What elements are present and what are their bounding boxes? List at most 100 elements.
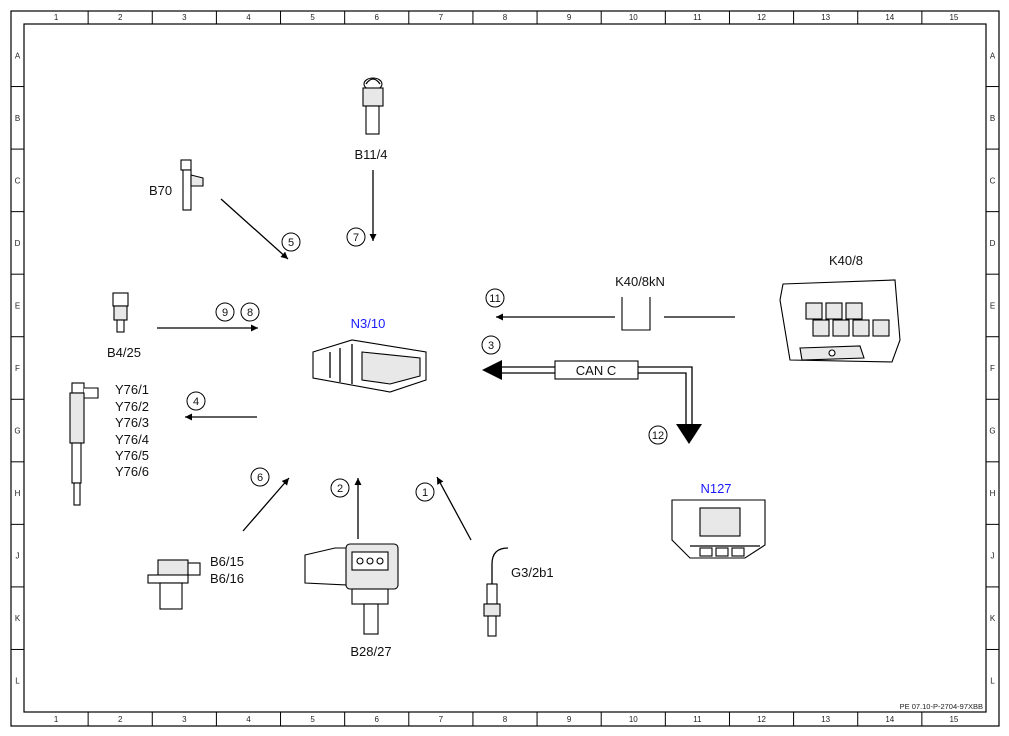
n127-label: N127 [700,481,731,496]
n3-10-ecu-icon [312,339,427,393]
grid-row-label-right: H [990,489,996,498]
can-c-bus [482,360,702,444]
grid-row-label-left: G [14,427,20,436]
b6-camshaft-sensor-icon [147,559,201,610]
y76-2-label: Y76/2 [115,399,149,414]
grid-col-label-bottom: 6 [375,715,380,724]
n127-ecu-icon [671,499,766,559]
grid-col-label-top: 7 [439,13,444,22]
b70-label: B70 [149,183,172,198]
b70-sensor-icon [180,159,204,211]
grid-row-label-left: D [15,239,21,248]
grid-row-label-right: L [990,677,995,686]
grid-row-label-right: E [990,301,995,310]
y76-1-label: Y76/1 [115,382,149,397]
y76-4-label: Y76/4 [115,432,149,447]
signal-4: 4 [186,391,206,411]
grid-col-label-top: 4 [246,13,251,22]
grid-col-label-bottom: 2 [118,715,123,724]
grid-col-label-bottom: 1 [54,715,59,724]
arrow-b70-to-n3-10 [220,198,289,260]
svg-text:9: 9 [222,307,228,319]
grid-col-label-top: 3 [182,13,187,22]
grid-row-label-left: A [15,51,21,60]
signal-6: 6 [250,467,270,487]
grid-col-label-bottom: 7 [439,715,444,724]
svg-text:5: 5 [288,237,294,249]
grid-col-label-top: 12 [757,13,766,22]
k40-8-label: K40/8 [829,253,863,268]
grid-row-label-left: K [15,614,21,623]
grid-col-label-top: 13 [821,13,830,22]
grid-row-label-right: J [991,552,995,561]
grid-row-label-left: J [16,552,20,561]
grid-col-label-top: 8 [503,13,508,22]
b6-16-label: B6/16 [210,571,244,586]
grid-row-label-right: K [990,614,996,623]
signal-9: 9 [215,302,235,322]
grid-row-label-right: F [990,364,995,373]
g3-2b1-label: G3/2b1 [511,565,554,580]
y76-6-label: Y76/6 [115,464,149,479]
outer-frame [10,10,1000,727]
y76-injector-icon [69,382,99,506]
signal-8: 8 [240,302,260,322]
grid-row-label-left: E [15,301,20,310]
grid-row-label-right: A [990,51,996,60]
grid-col-label-bottom: 5 [310,715,315,724]
grid-col-label-top: 6 [375,13,380,22]
y76-5-label: Y76/5 [115,448,149,463]
b4-25-label: B4/25 [107,345,141,360]
grid-col-label-bottom: 4 [246,715,251,724]
grid-row-label-left: L [15,677,20,686]
inner-frame [23,23,987,713]
svg-text:11: 11 [489,293,500,305]
signal-5: 5 [281,232,301,252]
svg-text:7: 7 [353,232,359,244]
y76-3-label: Y76/3 [115,415,149,430]
signal-12: 12 [648,425,668,445]
grid-col-label-bottom: 14 [885,715,894,724]
g3-2b1-oxygen-sensor-icon [483,547,509,637]
svg-text:1: 1 [422,487,428,499]
grid-row-label-right: D [990,239,996,248]
signal-11: 11 [485,288,505,308]
grid-col-label-bottom: 11 [693,715,702,724]
grid-row-label-left: B [15,114,20,123]
svg-text:8: 8 [247,307,253,319]
grid-col-label-top: 14 [885,13,894,22]
grid-col-label-top: 15 [949,13,958,22]
can-c-label: CAN C [576,363,616,378]
grid-row-label-right: C [990,176,996,185]
grid-col-label-bottom: 15 [949,715,958,724]
grid-row-label-left: H [15,489,21,498]
signal-7: 7 [346,227,366,247]
k40-8kn-label: K40/8kN [615,274,665,289]
svg-text:2: 2 [337,483,343,495]
grid-col-label-bottom: 3 [182,715,187,724]
svg-text:6: 6 [257,472,263,484]
grid-col-label-top: 5 [310,13,315,22]
grid-row-label-left: C [15,176,21,185]
grid-col-label-bottom: 10 [629,715,638,724]
svg-text:12: 12 [652,430,664,442]
grid-ticks [11,11,999,726]
reference-code: PE 07.10-P-2704-97XBB [900,702,983,711]
grid-row-label-left: F [15,364,20,373]
signal-2: 2 [330,478,350,498]
svg-text:3: 3 [488,340,494,352]
svg-text:4: 4 [193,396,199,408]
signal-1: 1 [415,482,435,502]
k40-8-fuse-box-icon [779,279,901,363]
grid-col-label-bottom: 8 [503,715,508,724]
b28-27-label: B28/27 [350,644,391,659]
k40-8kn-relay-icon [621,297,651,331]
grid-col-label-bottom: 12 [757,715,766,724]
b6-15-label: B6/15 [210,554,244,569]
grid-col-label-bottom: 9 [567,715,572,724]
grid-row-label-right: B [990,114,995,123]
arrow-b6-to-n3-10 [242,477,290,532]
grid-col-label-top: 1 [54,13,59,22]
b11-4-sensor-icon [362,77,384,135]
